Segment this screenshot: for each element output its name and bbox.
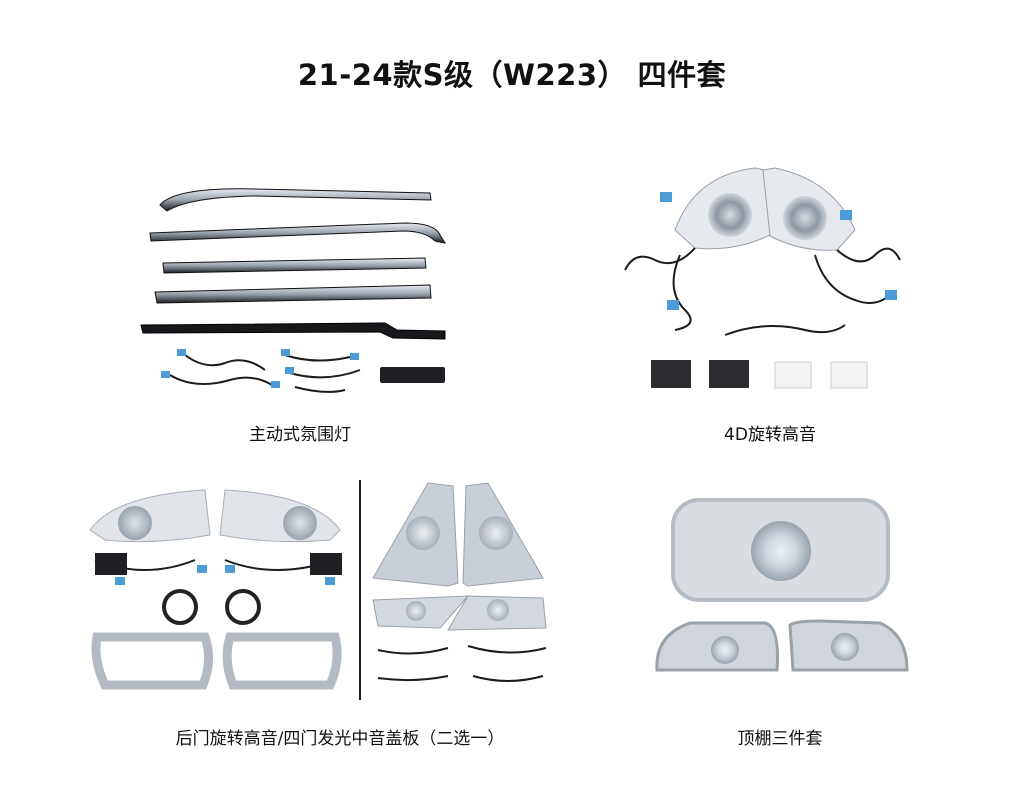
headliner-caption: 顶棚三件套: [737, 729, 823, 749]
headliner-speaker-kit-photo: [645, 495, 920, 690]
ambient-light-kit-photo: [135, 175, 465, 405]
midrange-cover-kit-photo: [368, 478, 553, 693]
section-divider: [359, 480, 361, 700]
page-title: 21-24款S级（W223） 四件套: [297, 58, 727, 92]
rear-door-tweeter-kit-photo: [85, 485, 350, 690]
rear-door-midrange-caption: 后门旋转高音/四门发光中音盖板（二选一）: [175, 729, 505, 749]
ambient-light-caption: 主动式氛围灯: [249, 425, 351, 445]
4d-tweeter-kit-photo: [605, 160, 915, 400]
4d-tweeter-caption: 4D旋转高音: [724, 425, 816, 445]
